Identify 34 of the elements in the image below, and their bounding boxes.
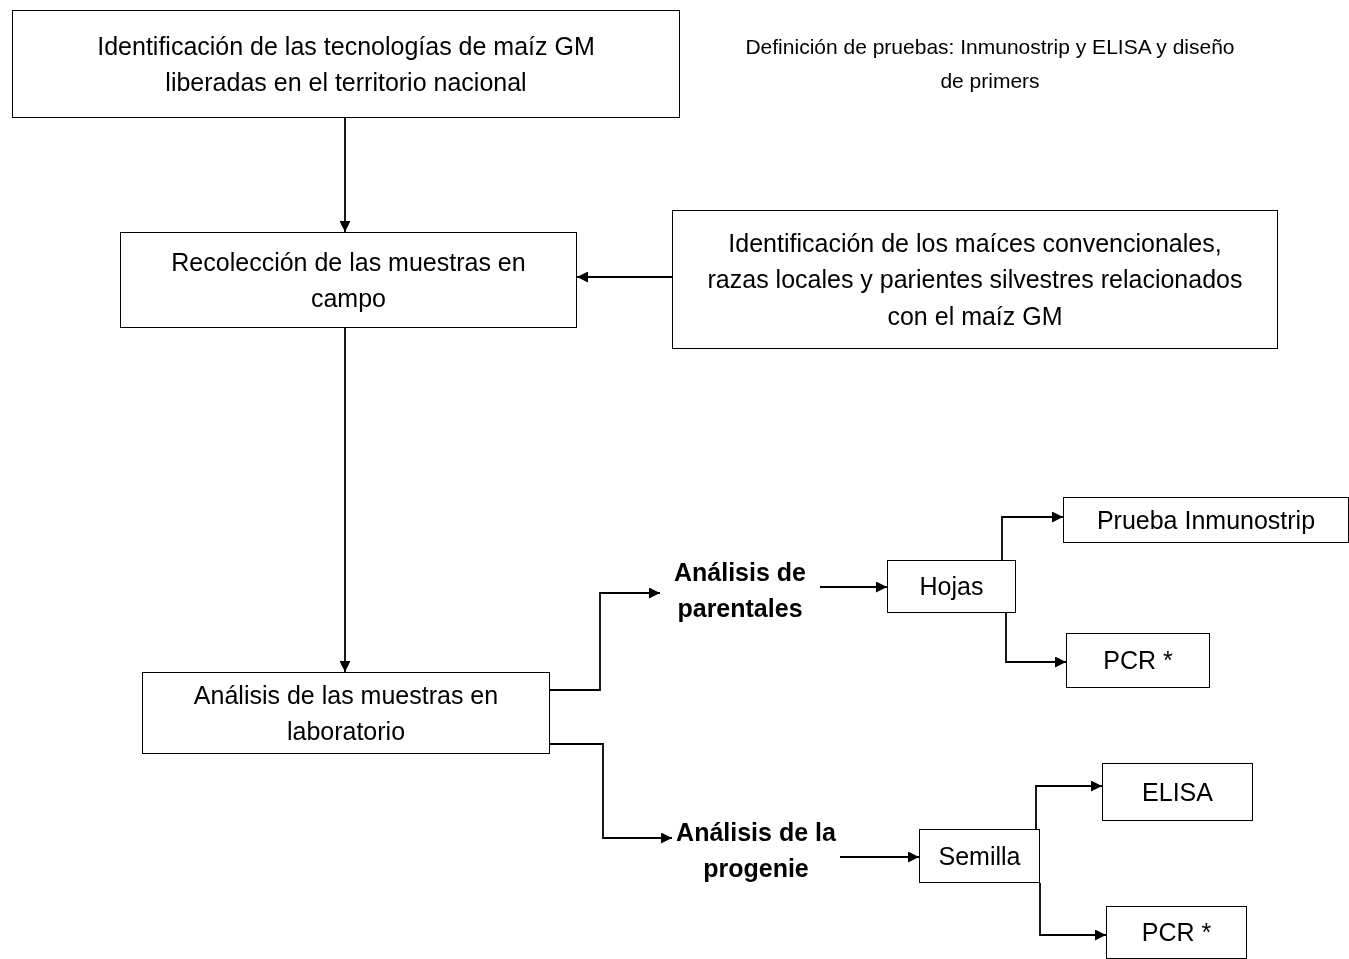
arrow [1001, 511, 1064, 561]
arrow [576, 271, 673, 283]
step-heading: Análisis de la progenie [675, 816, 837, 884]
process-box [1106, 906, 1247, 959]
arrow [1035, 780, 1103, 830]
note-text: Definición de pruebas: Inmunostrip y ELISA y diseño de primers [744, 34, 1236, 94]
box-text: PCR * [1141, 917, 1212, 949]
arrow [839, 851, 920, 863]
arrow [339, 117, 351, 233]
arrow [1039, 882, 1107, 941]
arrow [339, 327, 351, 673]
box-text: Identificación de los maíces convencionales, razas locales y parientes silvestres relacionados con el maíz GM [706, 228, 1244, 332]
step-heading: Análisis de parentales [673, 556, 807, 624]
arrow [549, 587, 661, 691]
box-text: Recolección de las muestras en campo [170, 246, 527, 314]
process-box [142, 672, 550, 754]
process-box [1102, 763, 1253, 821]
box-text: Hojas [919, 571, 984, 603]
process-box [1063, 497, 1349, 543]
box-text: Semilla [938, 840, 1021, 872]
process-box [120, 232, 577, 328]
box-text: Prueba Inmunostrip [1096, 504, 1316, 536]
box-text: ELISA [1142, 776, 1213, 808]
box-text: PCR * [1103, 645, 1173, 677]
box-text: Identificación de las tecnologías de maíz GM liberadas en el territorio nacional [96, 30, 596, 98]
process-box [672, 210, 1278, 349]
process-box [12, 10, 680, 118]
process-box [1066, 633, 1210, 688]
arrow [1005, 612, 1067, 668]
box-text: Análisis de las muestras en laboratorio [192, 679, 500, 747]
process-box [887, 560, 1016, 613]
arrow [549, 743, 673, 844]
arrow [819, 581, 888, 593]
process-box [919, 829, 1040, 883]
